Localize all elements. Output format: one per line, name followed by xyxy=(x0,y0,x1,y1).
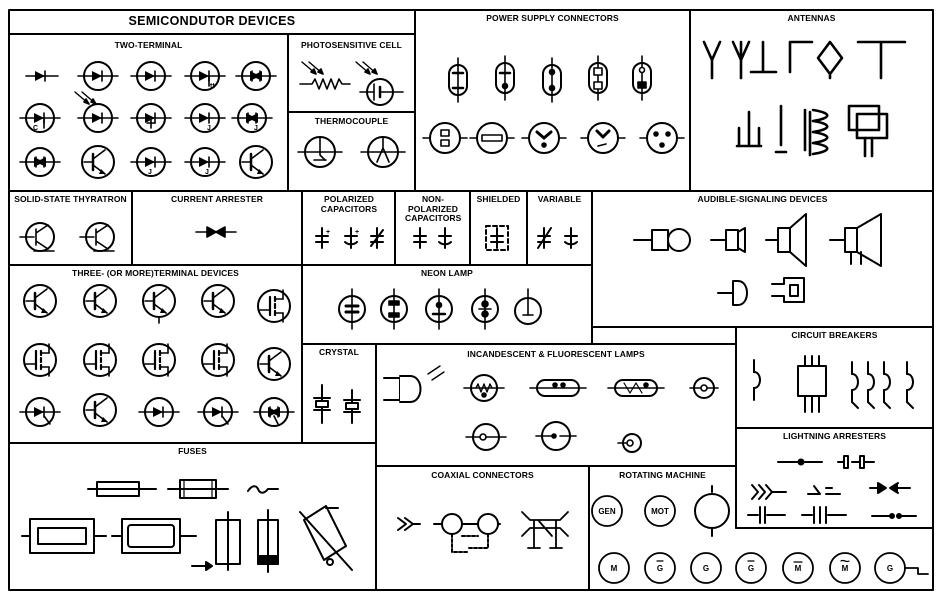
label-circuit-breakers: CIRCUIT BREAKERS xyxy=(791,330,878,340)
label-photosensitive-cell: PHOTOSENSITIVE CELL xyxy=(301,40,402,50)
two-terminal-symbols: tt C J J J J xyxy=(19,61,277,180)
capacitor-symbols: + + xyxy=(315,225,578,251)
svg-text:G: G xyxy=(657,564,663,573)
label-lightning-arresters: LIGHTNING ARRESTERS xyxy=(782,431,887,441)
svg-text:J: J xyxy=(148,169,152,176)
photosensitive-cell-symbols xyxy=(299,61,404,106)
label-incandescent-fluorescent-lamps: INCANDESCENT & FLUORESCENT LAMPS xyxy=(467,349,645,359)
label-two-terminal: TWO-TERMINAL xyxy=(114,40,183,50)
label-polarized-capacitors: POLARIZED CAPACITORS xyxy=(320,194,378,214)
label-fuses: FUSES xyxy=(178,446,207,456)
label-variable: VARIABLE xyxy=(537,194,582,204)
label-crystal: CRYSTAL xyxy=(319,347,359,357)
svg-text:G: G xyxy=(887,564,893,573)
label-power-supply-connectors: POWER SUPPLY CONNECTORS xyxy=(486,13,619,23)
label-neon-lamp: NEON LAMP xyxy=(421,268,473,278)
thyratron-symbols xyxy=(19,222,115,252)
rotating-machine-symbols: GEN MOT M G G G M M G xyxy=(591,485,929,584)
svg-text:GEN: GEN xyxy=(598,507,616,516)
svg-text:G: G xyxy=(703,564,709,573)
svg-text:J: J xyxy=(207,125,211,132)
label-rotating-machine: ROTATING MACHINE xyxy=(619,470,706,480)
lightning-arrester-symbols xyxy=(747,455,917,524)
audible-signaling-symbols xyxy=(633,213,882,306)
label-antennas: ANTENNAS xyxy=(787,13,836,23)
svg-text:tt: tt xyxy=(210,83,215,90)
svg-text:J: J xyxy=(205,169,209,176)
label-thermocouple: THERMOCOUPLE xyxy=(314,116,389,126)
label-three-terminal-devices: THREE- (OR MORE)TERMINAL DEVICES xyxy=(72,268,239,278)
current-arrester-symbol xyxy=(195,226,237,238)
label-audible-signaling-devices: AUDIBLE-SIGNALING DEVICES xyxy=(697,194,828,204)
svg-text:M: M xyxy=(842,564,849,573)
svg-text:J: J xyxy=(254,125,258,132)
three-terminal-symbols xyxy=(19,283,295,428)
label-solid-state-thyratron: SOLID-STATE THYRATRON xyxy=(14,194,127,204)
power-supply-connector-symbols xyxy=(422,55,685,154)
svg-text:+: + xyxy=(355,229,359,236)
label-current-arrester: CURRENT ARRESTER xyxy=(171,194,263,204)
fuse-symbols xyxy=(21,479,353,573)
svg-text:G: G xyxy=(748,564,754,573)
thermocouple-symbols xyxy=(297,136,406,168)
coaxial-connector-symbols xyxy=(397,511,569,553)
chart-title: SEMICONDUTOR DEVICES xyxy=(128,14,296,28)
svg-text:MOT: MOT xyxy=(651,507,669,516)
crystal-symbols xyxy=(313,384,361,424)
label-shielded: SHIELDED xyxy=(476,194,521,204)
label-non-polarized-capacitors: NON-POLARIZED CAPACITORS xyxy=(405,194,462,223)
label-coaxial-connectors: COAXIAL CONNECTORS xyxy=(431,470,534,480)
svg-text:+: + xyxy=(326,229,330,236)
svg-text:C: C xyxy=(33,125,38,132)
circuit-breaker-symbols xyxy=(753,355,914,413)
section-borders xyxy=(8,9,934,591)
svg-text:M: M xyxy=(611,564,618,573)
lamp-symbols xyxy=(383,365,719,453)
neon-lamp-symbols xyxy=(338,288,542,330)
antenna-symbols xyxy=(702,40,907,158)
svg-text:M: M xyxy=(795,564,802,573)
